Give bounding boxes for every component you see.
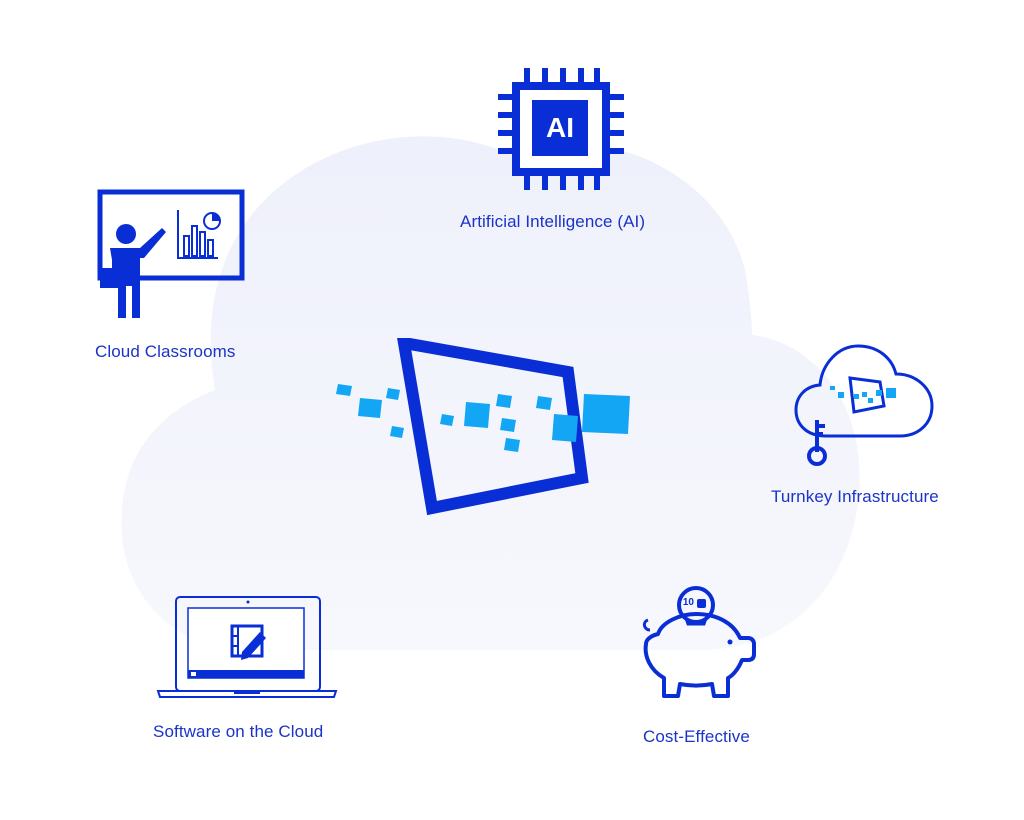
feature-classrooms	[96, 188, 246, 322]
feature-cost: 10	[636, 584, 762, 706]
feature-label-turnkey: Turnkey Infrastructure	[771, 487, 939, 506]
presentation-teacher-icon	[97, 189, 245, 318]
brand-logo-icon	[336, 335, 630, 516]
cloud-key-icon	[794, 344, 934, 466]
feature-ai: AI	[498, 68, 624, 190]
ai-chip-icon	[498, 68, 624, 190]
feature-turnkey	[792, 340, 938, 466]
laptop-app-icon	[156, 596, 338, 698]
piggy-bank-icon	[642, 586, 756, 698]
coin-text: 10	[682, 597, 694, 608]
coin-symbol-icon	[697, 599, 706, 608]
feature-software	[156, 594, 338, 702]
center-logo	[330, 335, 640, 521]
feature-label-cost: Cost-Effective	[643, 727, 750, 746]
feature-label-software: Software on the Cloud	[153, 722, 324, 741]
feature-label-ai: Artificial Intelligence (AI)	[460, 212, 646, 231]
feature-label-classrooms: Cloud Classrooms	[95, 342, 236, 361]
ai-chip-text: AI	[546, 112, 574, 143]
